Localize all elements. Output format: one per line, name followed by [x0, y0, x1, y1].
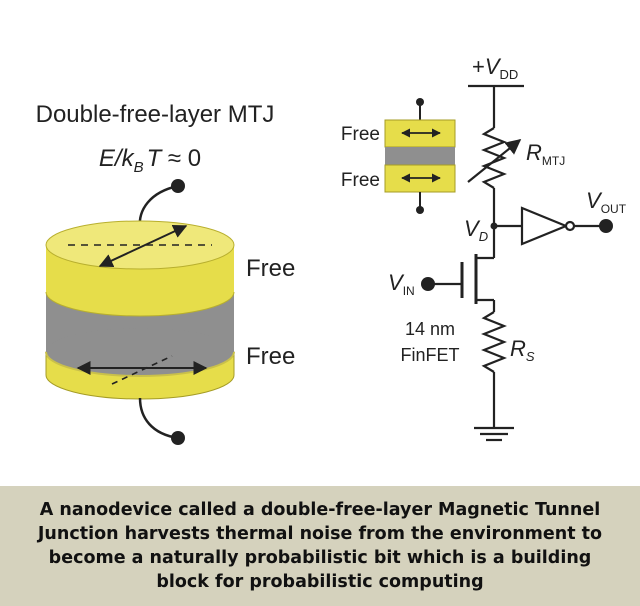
- vd-label: VD: [464, 216, 488, 244]
- r-mtj-resistor: [481, 127, 507, 189]
- top-lead-terminal: [171, 179, 185, 193]
- bottom-layer-label: Free: [246, 343, 295, 370]
- inset-top-label: Free: [341, 124, 380, 145]
- circuit: [428, 84, 604, 442]
- transistor-label-line1: 14 nm: [405, 319, 455, 339]
- bottom-lead-wire: [138, 397, 179, 440]
- mtj-title: Double-free-layer MTJ: [36, 101, 275, 128]
- bottom-lead-terminal: [171, 431, 185, 445]
- vd-node-dot: [490, 222, 498, 230]
- inverter-bubble: [564, 220, 576, 232]
- mtj-inset: [384, 98, 456, 214]
- r-mtj-variable-arrow: [467, 139, 522, 183]
- inverter-triangle: [520, 206, 569, 246]
- caption-text: A nanodevice called a double-free-layer …: [37, 500, 603, 592]
- top-layer-label: Free: [246, 255, 295, 282]
- vout-label: VOUT: [586, 188, 627, 216]
- transistor-label-line2: FinFET: [400, 345, 459, 365]
- caption-banner: A nanodevice called a double-free-layer …: [0, 486, 640, 606]
- rs-resistor: [481, 311, 507, 373]
- mtj-cylinder: [45, 220, 235, 400]
- inset-bottom-label: Free: [341, 170, 380, 191]
- r-mtj-label: RMTJ: [526, 140, 565, 168]
- vin-terminal: [421, 277, 435, 291]
- top-magnetization-arrow: [98, 224, 188, 268]
- inset-barrier: [385, 147, 455, 165]
- bottom-easy-axis: [111, 355, 173, 385]
- vout-terminal: [599, 219, 613, 233]
- vdd-label: +VDD: [472, 54, 518, 82]
- vin-label: VIN: [388, 270, 415, 298]
- rs-label: RS: [510, 336, 535, 364]
